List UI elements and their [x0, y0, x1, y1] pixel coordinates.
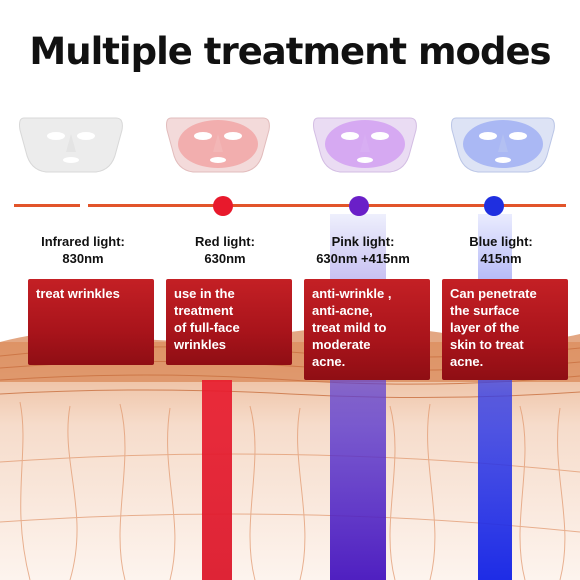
effect-box-blue: Can penetrate the surface layer of the s…	[442, 279, 568, 380]
effect-line: anti-acne,	[312, 303, 373, 318]
pink-light-dot	[349, 196, 369, 216]
mask-blue-icon	[451, 117, 555, 173]
mask-red-icon	[166, 117, 270, 173]
effect-line: moderate	[312, 337, 371, 352]
mode-label-pink: Pink light: 630nm +415nm	[288, 233, 438, 267]
effect-line: of full-face	[174, 320, 240, 335]
effect-box-pink: anti-wrinkle , anti-acne, treat mild to …	[304, 279, 430, 380]
mode-name: Red light:	[195, 234, 255, 249]
mask-infrared-icon	[19, 117, 123, 173]
effect-line: skin to treat	[450, 337, 524, 352]
blue-light-dot	[484, 196, 504, 216]
red-light-dot	[213, 196, 233, 216]
effect-line: anti-wrinkle ,	[312, 286, 392, 301]
mode-name: Infrared light:	[41, 234, 125, 249]
mode-wavelength: 830nm	[62, 251, 104, 266]
effect-line: acne.	[450, 354, 484, 369]
effect-line: acne.	[312, 354, 346, 369]
effect-line: treat mild to	[312, 320, 387, 335]
effect-line: use in the	[174, 286, 235, 301]
effect-line: Can penetrate	[450, 286, 537, 301]
effect-line: wrinkles	[174, 337, 227, 352]
mode-wavelength: 630nm +415nm	[316, 251, 410, 266]
mode-wavelength: 630nm	[204, 251, 246, 266]
blue-light-beam	[478, 214, 512, 580]
mode-name: Pink light:	[331, 234, 395, 249]
mode-label-blue: Blue light: 415nm	[426, 233, 576, 267]
effect-line: layer of the	[450, 320, 520, 335]
mode-name: Blue light:	[469, 234, 533, 249]
mode-label-infrared: Infrared light: 830nm	[8, 233, 158, 267]
mode-wavelength: 415nm	[480, 251, 522, 266]
page-title: Multiple treatment modes	[29, 30, 551, 73]
effect-line: the surface	[450, 303, 520, 318]
timeline-gap	[80, 202, 88, 209]
effect-line: treatment	[174, 303, 234, 318]
effect-line: treat wrinkles	[36, 286, 120, 301]
timeline-line	[14, 204, 566, 207]
mask-pink-icon	[313, 117, 417, 173]
red-light-beam	[202, 380, 232, 580]
pink-light-beam	[330, 214, 386, 580]
effect-box-infrared: treat wrinkles	[28, 279, 154, 365]
mode-label-red: Red light: 630nm	[150, 233, 300, 267]
effect-box-red: use in the treatment of full-face wrinkl…	[166, 279, 292, 365]
